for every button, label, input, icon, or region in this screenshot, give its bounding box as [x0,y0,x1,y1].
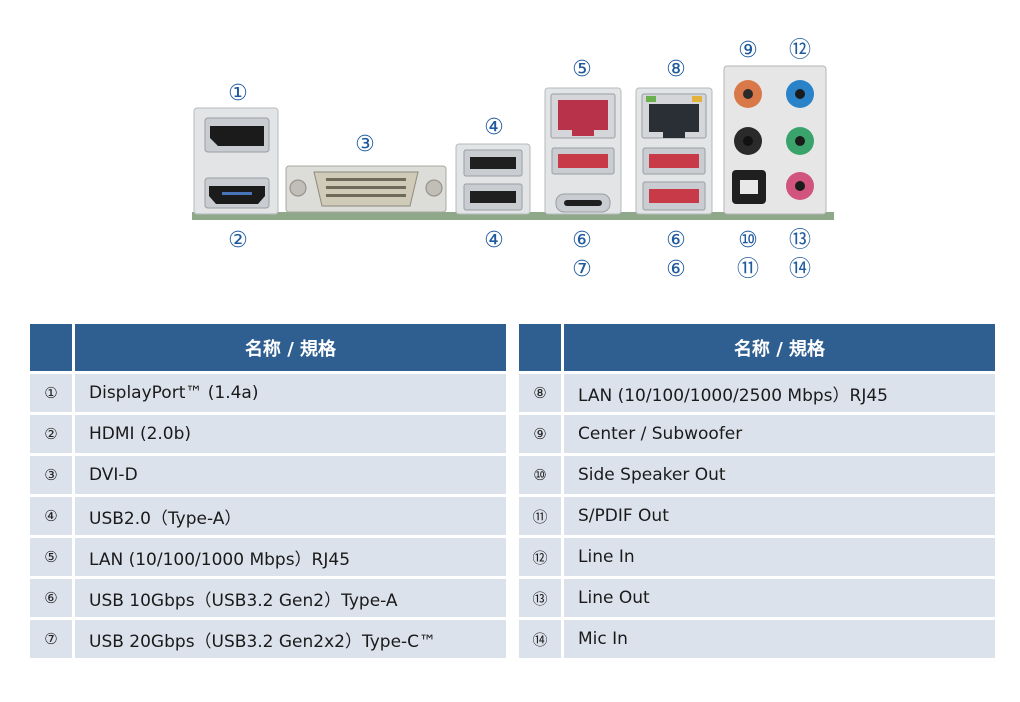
displayport-port-icon [210,126,264,146]
row-number: ③ [30,453,75,494]
row-name: LAN (10/100/1000/2500 Mbps）RJ45 [564,371,995,412]
callout-12: ⑫ [789,38,811,63]
row-name: Center / Subwoofer [564,412,995,453]
row-name: USB 20Gbps（USB3.2 Gen2x2）Type-C™ [75,617,506,658]
callout-7: ⑦ [572,257,592,282]
table-row: ⑥ USB 10Gbps（USB3.2 Gen2）Type-A [30,576,506,617]
row-number: ⑤ [30,535,75,576]
row-name: S/PDIF Out [564,494,995,535]
callout-4-top: ④ [484,115,504,140]
row-name: Mic In [564,617,995,658]
row-number: ⑪ [519,494,564,535]
table-row: ③ DVI-D [30,453,506,494]
row-number: ④ [30,494,75,535]
spec-table-right: 名称 / 規格 ⑧ LAN (10/100/1000/2500 Mbps）RJ4… [519,324,995,658]
row-name: DisplayPort™ (1.4a) [75,371,506,412]
usb2-port-icon [470,191,516,203]
dvi-d-block [285,165,447,213]
usb3-port-icon [558,154,608,168]
table-row: ⑩ Side Speaker Out [519,453,995,494]
row-number: ② [30,412,75,453]
callout-1: ① [228,81,248,106]
callout-13: ⑬ [789,228,811,253]
table-header: 名称 / 規格 [30,324,506,371]
spec-table-left: 名称 / 規格 ① DisplayPort™ (1.4a) ② HDMI (2.… [30,324,506,658]
table-row: ⑪ S/PDIF Out [519,494,995,535]
lan-port-icon [558,100,608,136]
table-row: ⑧ LAN (10/100/1000/2500 Mbps）RJ45 [519,371,995,412]
callout-2: ② [228,228,248,253]
table-row: ⑭ Mic In [519,617,995,658]
row-name: DVI-D [75,453,506,494]
table-row: ⑤ LAN (10/100/1000 Mbps）RJ45 [30,535,506,576]
io-panel-diagram: ① ② ③ ④ ④ ⑤ ⑥ ⑦ ⑧ ⑥ ⑥ ⑨ ⑫ ⑩ ⑪ ⑬ ⑭ [192,38,834,282]
row-name: Side Speaker Out [564,453,995,494]
callout-3: ③ [355,132,375,157]
pcb-edge [192,212,834,220]
callout-5: ⑤ [572,57,592,82]
table-row: ② HDMI (2.0b) [30,412,506,453]
callout-6-left: ⑥ [572,228,592,253]
row-number: ⑬ [519,576,564,617]
row-name: Line Out [564,576,995,617]
lan-port-icon [649,104,699,138]
callout-8: ⑧ [666,57,686,82]
row-number: ⑥ [30,576,75,617]
lan25g-usb-block [635,87,713,215]
row-number: ⑨ [519,412,564,453]
callout-11: ⑪ [737,257,759,282]
lan1g-usb-block [544,87,622,215]
callout-6-right-top: ⑥ [666,228,686,253]
usb-type-c-icon [564,200,602,206]
header-num-cell [30,324,75,371]
callout-14: ⑭ [789,257,811,282]
callout-9: ⑨ [738,38,758,63]
row-name: USB2.0（Type-A） [75,494,506,535]
row-name: HDMI (2.0b) [75,412,506,453]
table-row: ⑦ USB 20Gbps（USB3.2 Gen2x2）Type-C™ [30,617,506,658]
table-row: ⑬ Line Out [519,576,995,617]
usb2-stack [455,143,531,215]
usb3-port-icon [649,154,699,168]
row-name: USB 10Gbps（USB3.2 Gen2）Type-A [75,576,506,617]
row-number: ⑦ [30,617,75,658]
row-number: ⑧ [519,371,564,412]
row-name: Line In [564,535,995,576]
usb3-port-icon [649,189,699,203]
table-row: ④ USB2.0（Type-A） [30,494,506,535]
table-header: 名称 / 規格 [519,324,995,371]
row-number: ⑭ [519,617,564,658]
callout-4-bottom: ④ [484,228,504,253]
row-number: ⑩ [519,453,564,494]
row-name: LAN (10/100/1000 Mbps）RJ45 [75,535,506,576]
audio-block [723,65,827,215]
usb2-port-icon [470,157,516,169]
callout-6-right-bottom: ⑥ [666,257,686,282]
displayport-hdmi-block [193,107,279,215]
table-row: ⑨ Center / Subwoofer [519,412,995,453]
row-number: ⑫ [519,535,564,576]
header-num-cell [519,324,564,371]
callout-10: ⑩ [738,228,758,253]
row-number: ① [30,371,75,412]
table-row: ⑫ Line In [519,535,995,576]
header-name-cell: 名称 / 規格 [564,324,995,371]
header-name-cell: 名称 / 規格 [75,324,506,371]
table-row: ① DisplayPort™ (1.4a) [30,371,506,412]
